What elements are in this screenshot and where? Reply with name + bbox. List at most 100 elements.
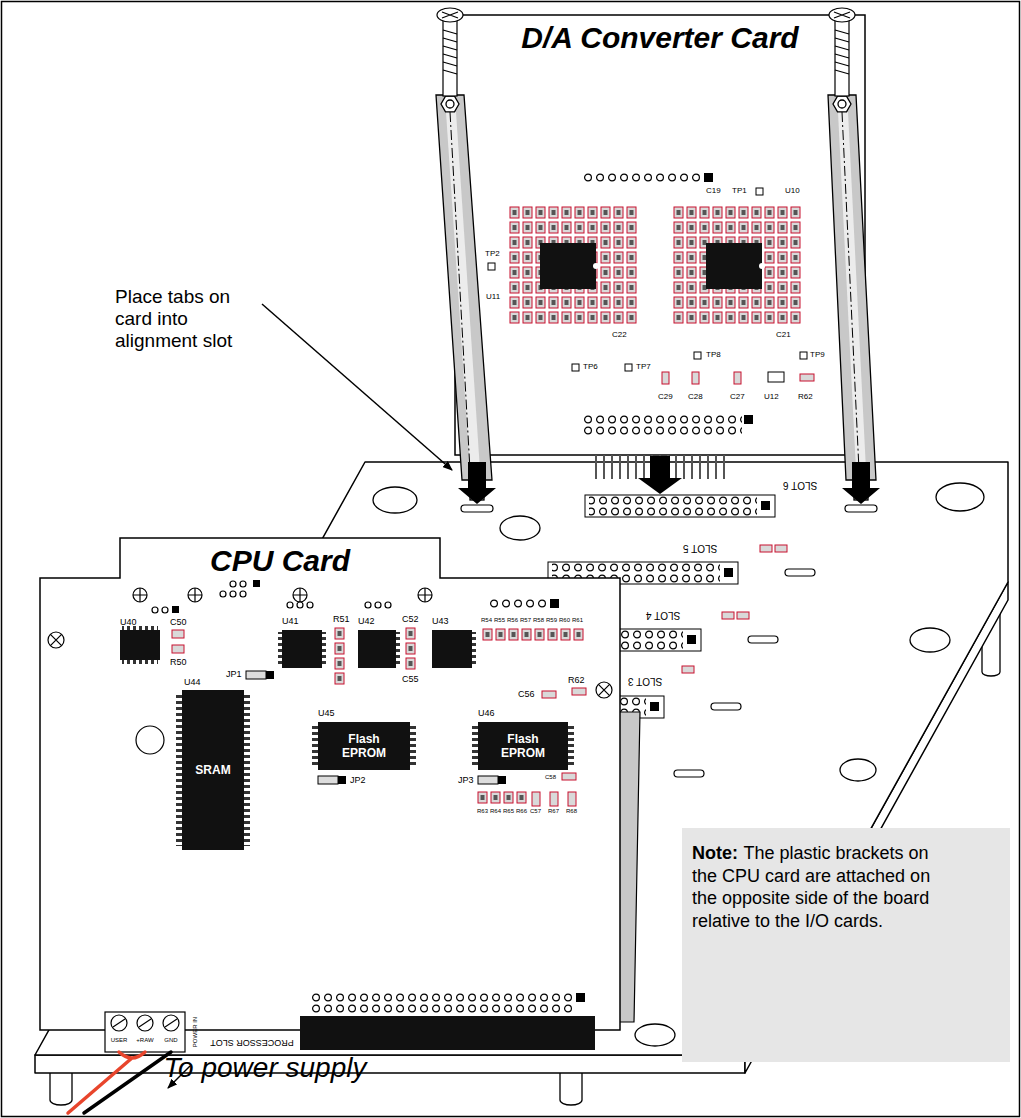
component-ref: R58 [533,617,544,624]
alignment-slot-part [461,505,493,512]
chip-text-group: Flash EPROM [334,732,394,761]
board-hole-part [910,628,950,652]
component-ref: TP8 [706,350,721,359]
slot-label: SLOT 6 [783,479,817,491]
cpu-card-board-part [172,630,184,638]
slot-connector-part [585,495,775,517]
component-ref: C28 [688,392,703,401]
insert-arrow-part [638,456,682,494]
slot-connector-part-part [585,495,775,517]
cpu-card-board-part [310,992,574,1014]
cpu-card-board-part [244,694,250,846]
cpu-card-board-part-part [162,607,168,613]
plastic-bracket-part [441,96,459,112]
mounting-screw-part [443,30,457,74]
slot-label: SLOT 5 [683,542,717,554]
board-hole-part [373,487,417,513]
da-card-board-part [744,415,753,424]
cpu-card-board-part [122,660,158,664]
da-card-board-part [582,414,742,436]
mounting-screw-part [442,12,458,18]
plastic-bracket-part [838,100,846,108]
da-card-board-part-part [672,205,802,325]
component-ref: R51 [333,614,350,624]
cpu-card-board-part-part [188,588,202,602]
da-card-board-part [488,188,807,382]
component-ref: R64 [490,808,501,815]
insert-arrow-part [458,462,496,504]
component-ref: U45 [318,708,335,718]
cpu-card-board-part [410,725,416,767]
component-ref: C22 [612,330,627,339]
plastic-bracket-part [833,96,851,112]
cpu-card-board-part-part [240,591,246,597]
plastic-bracket [436,95,876,500]
cpu-card-board-part [478,776,498,784]
component-ref: TP9 [810,350,825,359]
component-ref: C19 [706,186,721,195]
cpu-card-board-part-part [375,602,381,608]
cpu-card-board-part [550,792,558,806]
terminal-label: GND [164,1037,177,1044]
cpu-card-board-part [542,691,556,698]
leader-arrow [262,304,452,470]
instruction-callout: Place tabs on card into alignment slot [115,286,265,352]
component-ref: C21 [776,330,791,339]
cpu-card-board-part [40,538,620,1030]
cpu-card-board-part-part [287,602,293,608]
da-card-board-part [672,205,802,325]
da-card-board-part [455,15,865,455]
cpu-card-board-part-part [365,602,371,608]
sram-chip: SRAM [182,690,244,850]
io-card: D/A Converter Card [455,15,865,455]
component-ref: TP2 [485,249,500,258]
cpu-card-board-part-part [410,725,416,767]
cpu-card-board-part-part [385,602,391,608]
component-ref: TP1 [732,186,747,195]
cpu-card-board-part [172,645,184,653]
cpu-card-board-part [282,630,322,668]
component-ref: R57 [520,617,531,624]
terminal-label: POWER IN [192,1017,199,1047]
cpu-card-board-part-part [307,602,313,608]
mounting-screw-part [829,8,855,22]
plastic-bracket-part [436,95,492,480]
cpu-card-board-part [246,671,266,679]
plastic-bracket-part [838,112,866,470]
da-card-board-part-part [625,364,632,371]
mounting-screw-part [835,30,849,74]
note-text: Note:The plastic brackets on the CPU car… [692,842,946,932]
da-card-board-part-part [488,263,495,270]
cpu-card-board-part-part [598,684,609,695]
power-terminal-part [165,1019,177,1027]
component-ref: TP6 [583,362,598,371]
da-card-board-part-part [508,205,638,325]
cpu-card-board-part-part [133,588,147,602]
board-capacitor-part [737,612,749,619]
board-capacitor-part [775,545,787,552]
component-ref: R60 [559,617,570,624]
da-card-board-part [662,372,669,384]
cpu-card-board-part [333,626,346,686]
power-terminal-part [105,1012,185,1052]
cpu-card-board-part [358,630,396,668]
component-ref: U12 [764,392,779,401]
power-callout: To power supply [150,1054,380,1082]
component-ref: R66 [516,808,527,815]
cpu-card-board-part [532,792,540,806]
alignment-slot-part [748,636,778,643]
cpu-card-board-part [322,632,326,666]
note-box: Note:The plastic brackets on the CPU car… [682,828,1010,1062]
power-terminal [105,1012,185,1052]
component-ref: R68 [566,808,577,815]
da-card-board-part [593,263,599,269]
standoff-leg-part [50,1070,72,1105]
alignment-slot-part [711,703,741,710]
component-ref: R59 [546,617,557,624]
component-ref: C57 [530,808,541,815]
component-ref: C58 [545,774,556,781]
cpu-card-board-part-part [136,726,164,754]
component-ref: R63 [477,808,488,815]
component-ref: U40 [120,617,137,627]
